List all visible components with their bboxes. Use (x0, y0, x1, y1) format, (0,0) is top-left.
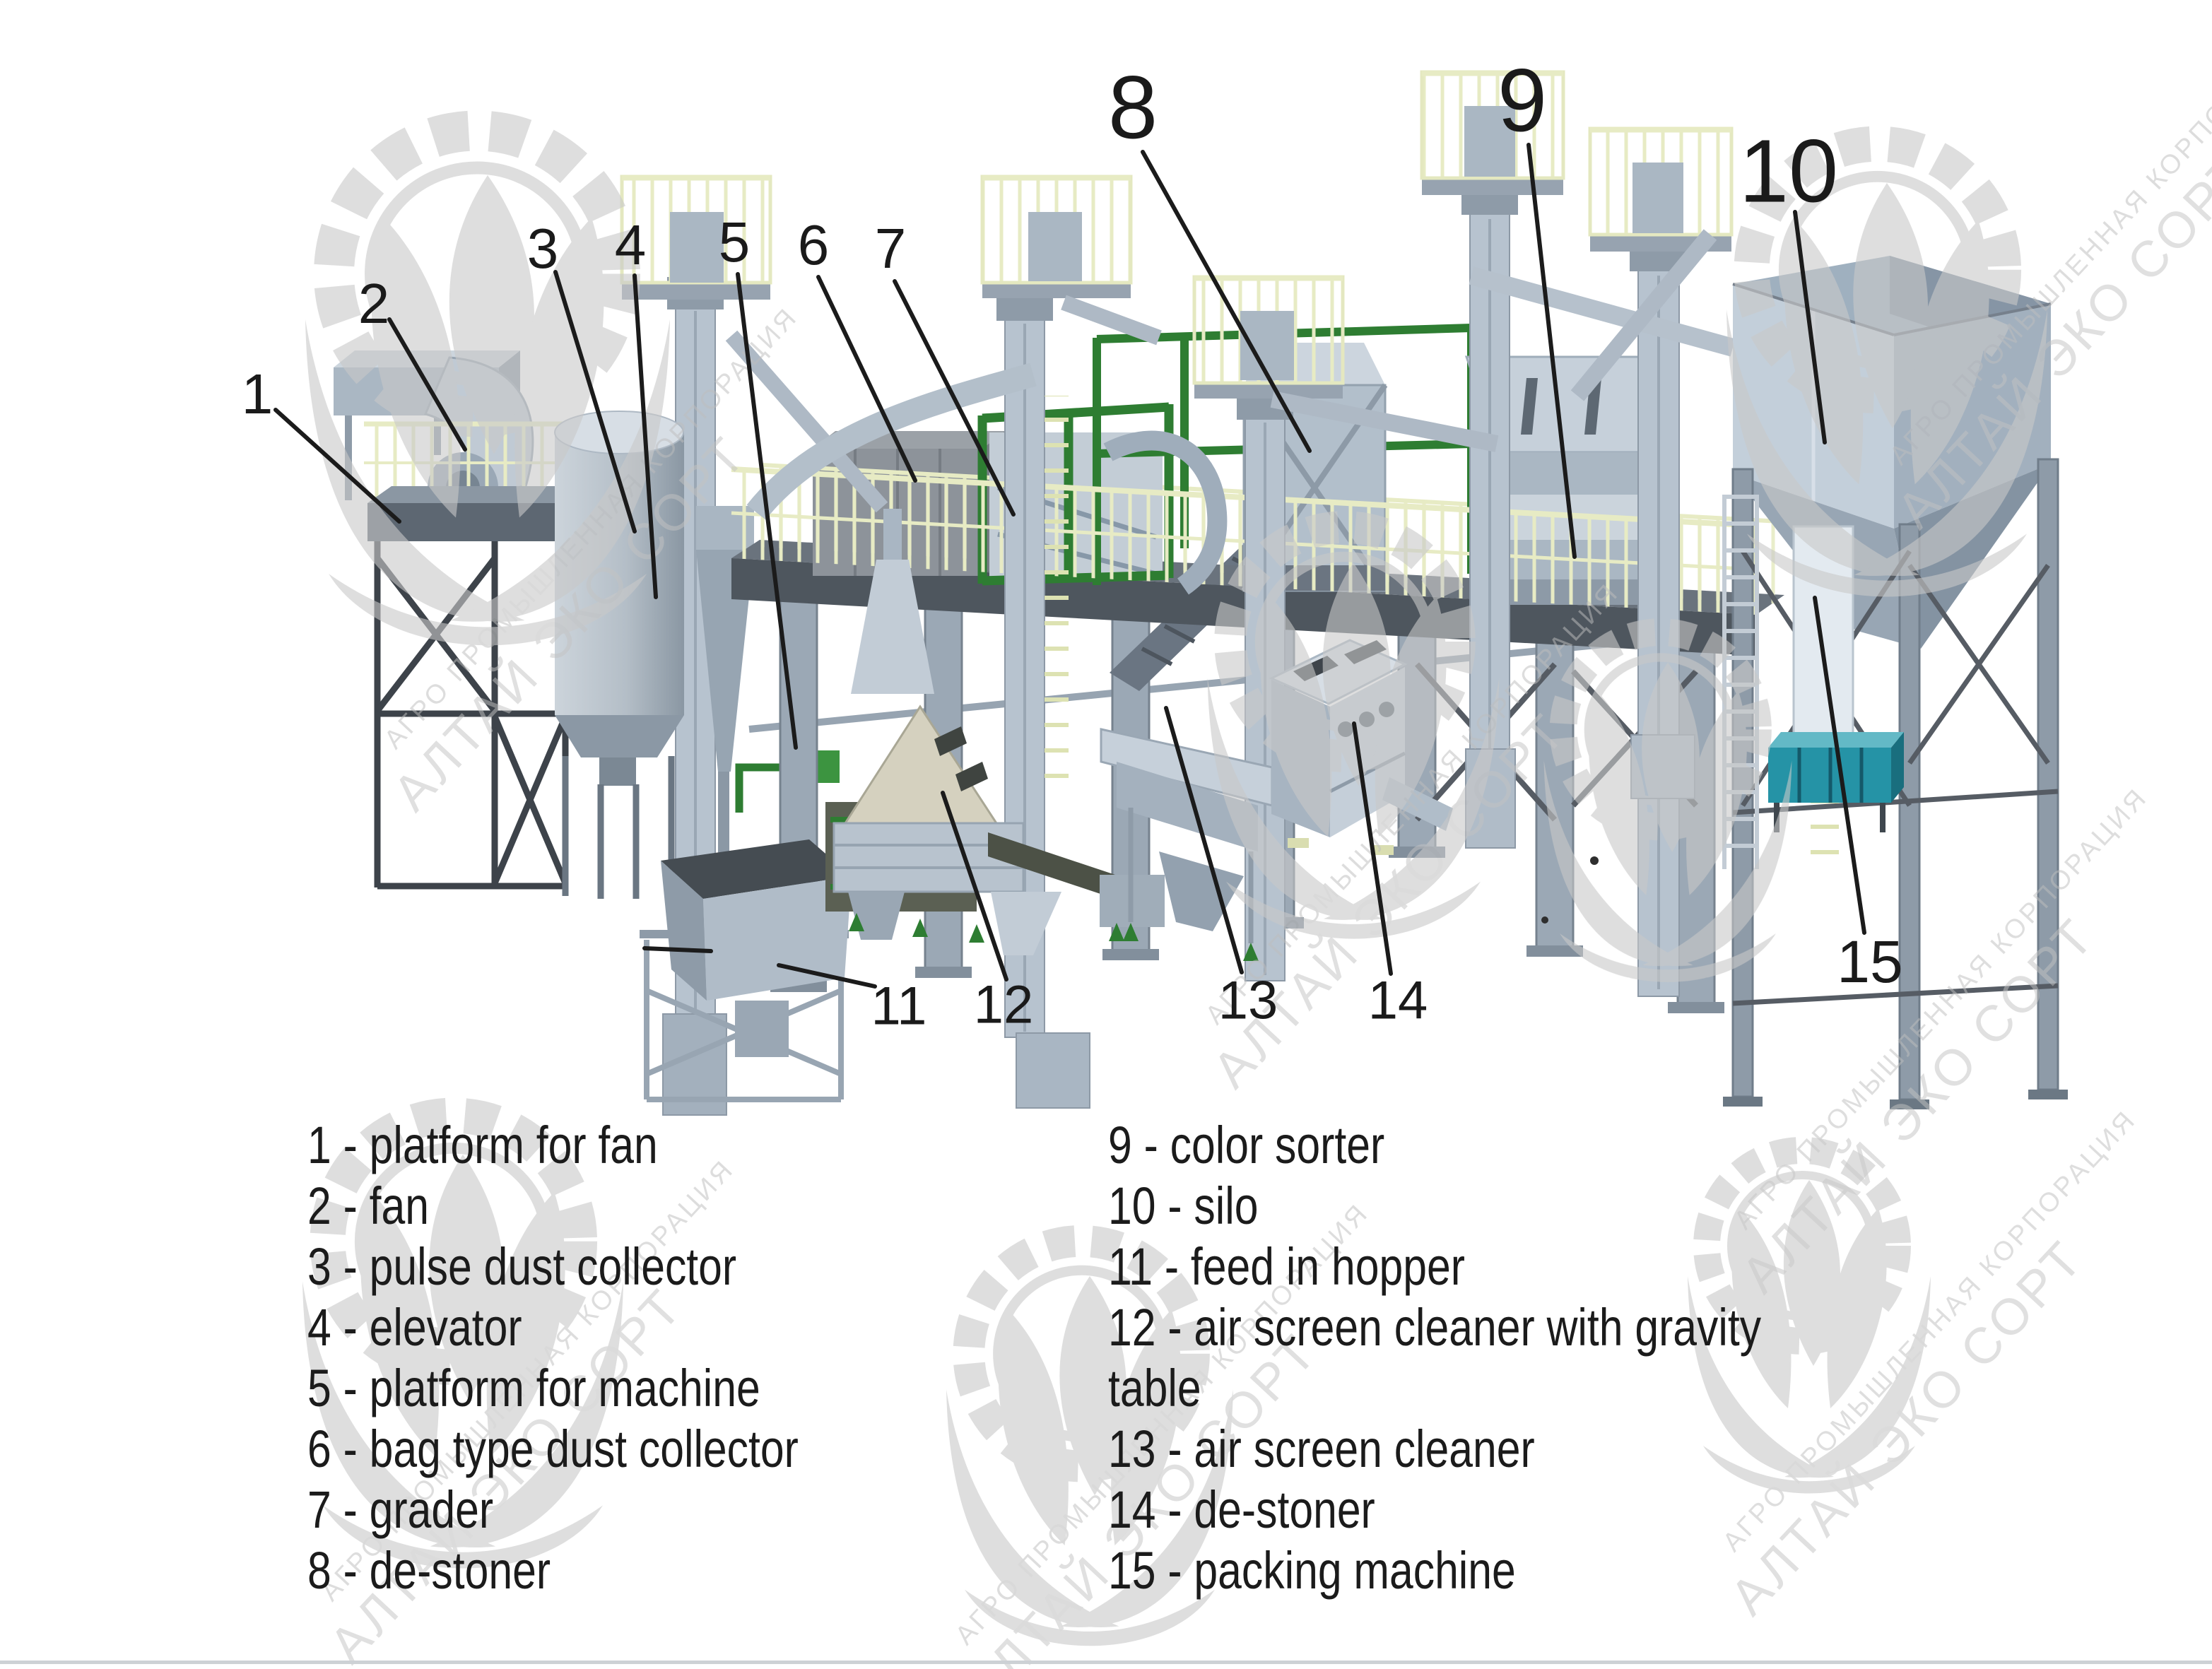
leader-line-9 (1526, 143, 1577, 559)
callout-number-9: 9 (1498, 50, 1547, 150)
legend-item: 1 - platform for fan (307, 1116, 658, 1174)
watermark-2: АГРО ПРОМЫШЛЕННАЯ КОРПОРАЦИЯ АЛТАЙ ЭКО С… (1726, 18, 2212, 596)
leader-line-14 (1352, 721, 1393, 976)
callout-number-10: 10 (1739, 121, 1838, 220)
callout-number-8: 8 (1108, 57, 1158, 157)
legend-item: 7 - grader (307, 1480, 494, 1539)
dot (1541, 916, 1548, 924)
callout-number-4: 4 (615, 213, 647, 276)
leader-line-15 (1813, 596, 1866, 935)
legend-item: 3 - pulse dust collector (307, 1237, 737, 1296)
legend-item: 5 - platform for machine (307, 1359, 760, 1417)
leader-line-7 (893, 279, 1016, 517)
callout-number-3: 3 (527, 217, 559, 280)
callout-number-13: 13 (1218, 970, 1278, 1030)
leader-line-3 (553, 270, 637, 533)
callout-number-2: 2 (358, 272, 390, 335)
cyclone (696, 506, 840, 878)
callout-number-11: 11 (871, 976, 927, 1036)
feed-in-hopper (640, 839, 852, 1102)
legend-item: table (1108, 1359, 1201, 1417)
legend-item: 10 - silo (1108, 1176, 1259, 1235)
legend-item: 8 - de-stoner (307, 1541, 551, 1600)
leader-line-1 (273, 408, 401, 524)
legend-item: 15 - packing machine (1108, 1541, 1516, 1600)
legend-item: 11 - feed in hopper (1108, 1237, 1465, 1296)
callout-number-12: 12 (974, 974, 1034, 1034)
packing-machine (1768, 525, 1904, 832)
legend-item: 6 - bag type dust collector (307, 1420, 799, 1478)
leader-line-2 (387, 317, 467, 452)
callout-number-7: 7 (875, 217, 907, 280)
leader-line-12 (941, 791, 1008, 981)
leader-line-13 (1164, 706, 1244, 974)
leader-line-11 (777, 963, 877, 989)
leader-line-5 (736, 272, 798, 750)
callout-number-15: 15 (1837, 928, 1902, 995)
legend-item: 9 - color sorter (1108, 1116, 1385, 1174)
callout-number-14: 14 (1368, 970, 1428, 1030)
legend-item: 13 - air screen cleaner (1108, 1420, 1535, 1478)
leader-line-6 (816, 275, 917, 483)
callout-number-5: 5 (719, 211, 751, 273)
legend-item: 12 - air screen cleaner with gravity (1108, 1298, 1762, 1357)
legend-item: 4 - elevator (307, 1298, 522, 1357)
leader-line-10 (1793, 210, 1827, 444)
leader-line-8 (1141, 150, 1312, 453)
dot (1590, 856, 1599, 865)
callout-number-1: 1 (242, 362, 273, 425)
legend-item: 14 - de-stoner (1108, 1480, 1375, 1539)
watermark-7: АГРО ПРОМЫШЛЕННАЯ КОРПОРАЦИЯ АЛТАЙ ЭКО С… (1688, 1104, 2142, 1626)
leader-line-4 (633, 273, 658, 599)
bottom-rule (0, 1661, 2212, 1664)
callout-number-6: 6 (798, 213, 830, 276)
leader-line-11 (642, 946, 713, 953)
legend-item: 2 - fan (307, 1176, 430, 1235)
